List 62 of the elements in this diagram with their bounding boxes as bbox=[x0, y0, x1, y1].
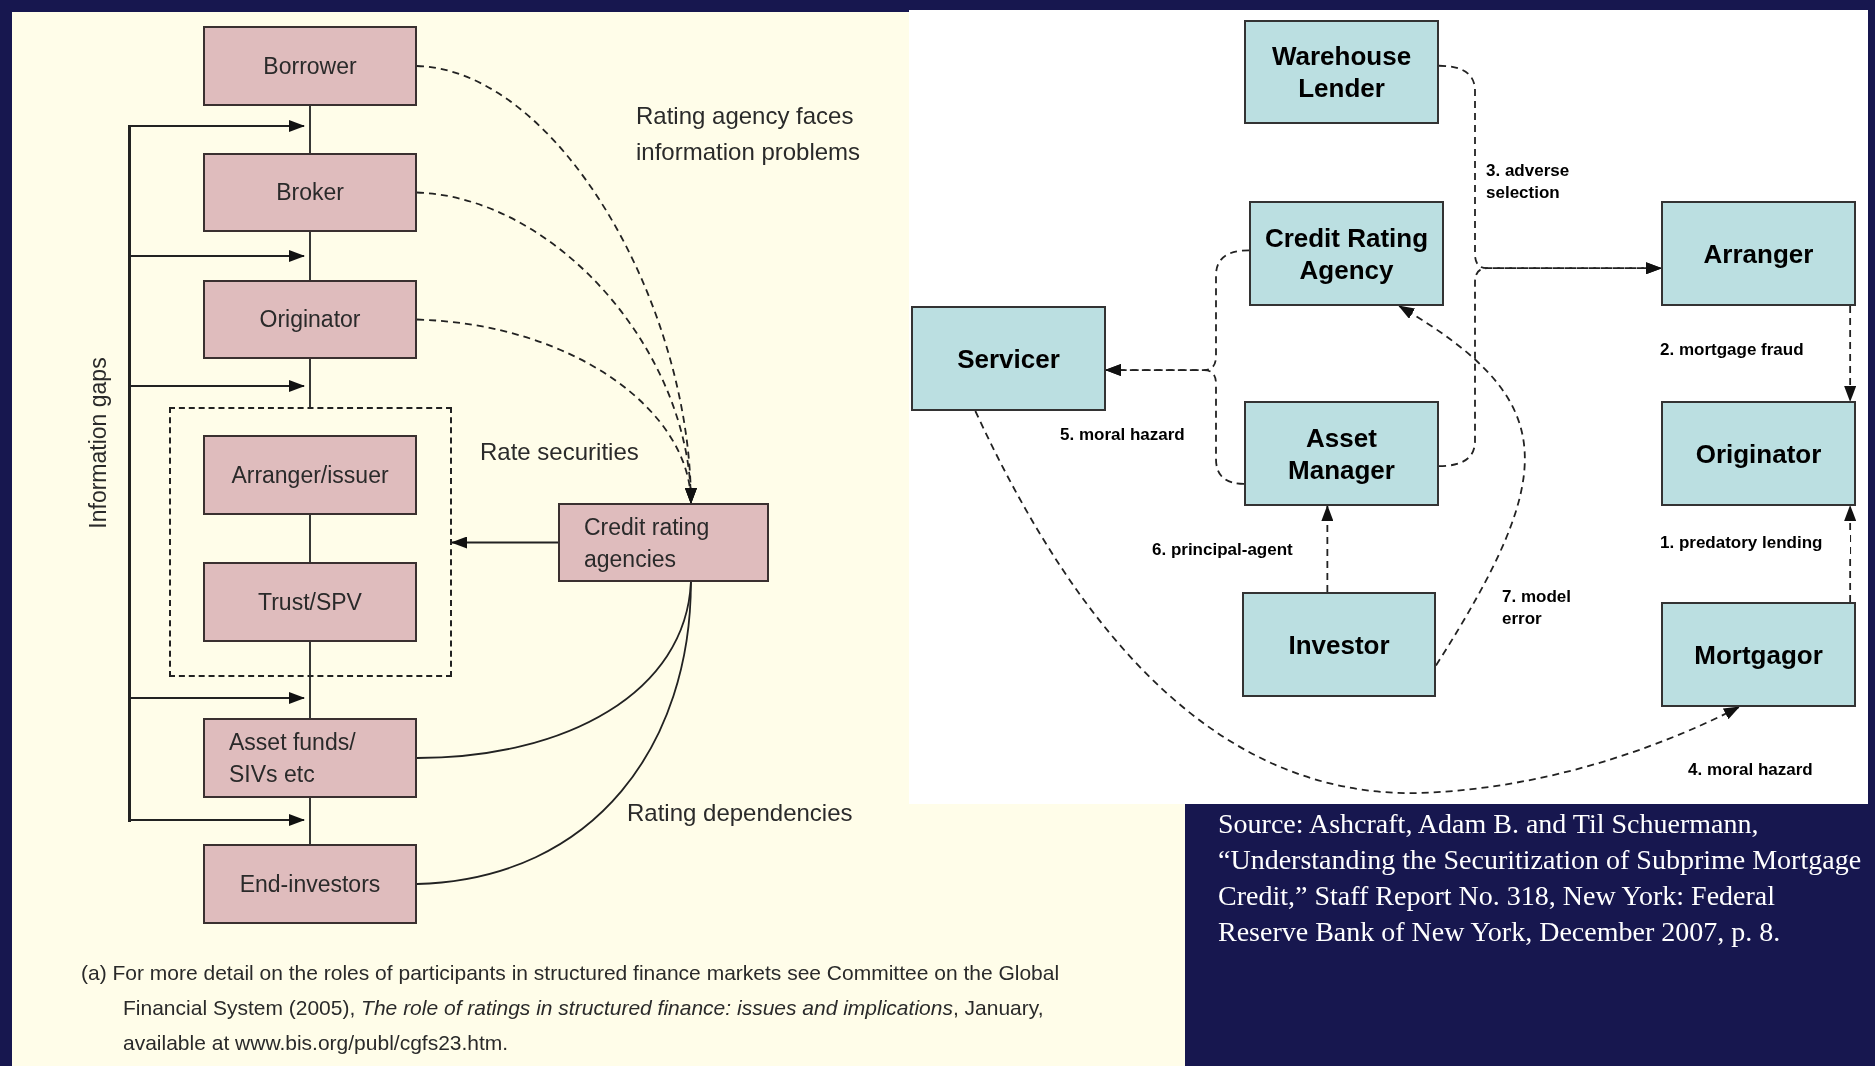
node-label: Mortgagor bbox=[1693, 638, 1824, 671]
dashed-arrow bbox=[974, 410, 1740, 794]
node-label: Asset Manager bbox=[1287, 421, 1396, 486]
bus-bar bbox=[128, 125, 131, 822]
process-box bbox=[203, 153, 417, 232]
arrow bbox=[130, 380, 305, 392]
node-label: Credit Rating Agency bbox=[1263, 221, 1430, 286]
node-label: Asset funds/ SIVs etc bbox=[229, 728, 357, 789]
process-box bbox=[203, 718, 417, 798]
annotation-text: Rating dependencies bbox=[627, 798, 853, 828]
process-box bbox=[1249, 201, 1444, 306]
process-box bbox=[203, 562, 417, 642]
node-label: Credit rating agencies bbox=[584, 512, 711, 574]
process-box bbox=[203, 280, 417, 359]
connector-line bbox=[309, 797, 311, 845]
connector-line bbox=[309, 641, 311, 719]
dashed-arrow bbox=[1398, 305, 1526, 667]
node-label: Originator bbox=[259, 305, 361, 335]
node-label: Broker bbox=[276, 178, 344, 208]
process-box bbox=[911, 306, 1106, 411]
source-note: Source: Ashcraft, Adam B. and Til Schuermann, “Understanding the Securitization of Subprime Mortgage Credit,” Staff Report No. 318, New York: Federal Reserve Bank of New York, December 2007, p. 8. bbox=[1218, 807, 1863, 949]
arrow bbox=[130, 120, 305, 132]
edge-label: 1. predatory lending bbox=[1660, 532, 1850, 554]
process-box bbox=[1661, 401, 1856, 506]
node-label: Arranger/issuer bbox=[231, 460, 389, 490]
dashed-arrow bbox=[1321, 505, 1334, 593]
arrow bbox=[130, 814, 305, 826]
node-label: Servicer bbox=[956, 342, 1061, 375]
process-box bbox=[1242, 592, 1436, 697]
node-label: Trust/SPV bbox=[258, 587, 362, 617]
annotation-text: Rate securities bbox=[480, 437, 639, 467]
arrow bbox=[451, 536, 559, 549]
dashed-arrow bbox=[1105, 364, 1245, 485]
dashed-arrow bbox=[1438, 262, 1662, 467]
process-box bbox=[558, 503, 769, 582]
dashed-arrow bbox=[1844, 305, 1857, 402]
node-label: Investor bbox=[1287, 628, 1391, 661]
node-label: Originator bbox=[1694, 437, 1823, 470]
process-box bbox=[203, 844, 417, 924]
connector-line bbox=[416, 581, 692, 885]
process-box bbox=[1244, 20, 1439, 124]
node-label: Arranger bbox=[1702, 237, 1815, 270]
connector-line bbox=[309, 358, 311, 408]
dashed-group-box bbox=[169, 407, 452, 677]
arrow bbox=[130, 250, 305, 262]
connector-line bbox=[309, 105, 311, 154]
dashed-arrow bbox=[416, 318, 696, 504]
process-box bbox=[203, 26, 417, 106]
process-box bbox=[1244, 401, 1439, 506]
connector-line bbox=[309, 514, 311, 563]
node-label: Borrower bbox=[263, 51, 357, 81]
axis-label: Information gaps bbox=[83, 357, 112, 529]
node-label: End-investors bbox=[239, 869, 381, 899]
arrow bbox=[130, 692, 305, 704]
footnote-text: (a) For more detail on the roles of participants in structured finance markets see Committee on the Global Financial System (2005), The role of ratings in structured finance: issues and implications, January, available at www.bis.org/publ/cgfs23.htm. bbox=[81, 960, 1061, 1056]
connector-line bbox=[309, 231, 311, 281]
node-label: Warehouse Lender bbox=[1270, 40, 1413, 104]
process-box bbox=[1661, 201, 1856, 306]
annotation-text: Rating agency faces information problems bbox=[636, 101, 862, 167]
process-box bbox=[1661, 602, 1856, 707]
process-box bbox=[203, 435, 417, 515]
dashed-arrow bbox=[1844, 505, 1857, 603]
